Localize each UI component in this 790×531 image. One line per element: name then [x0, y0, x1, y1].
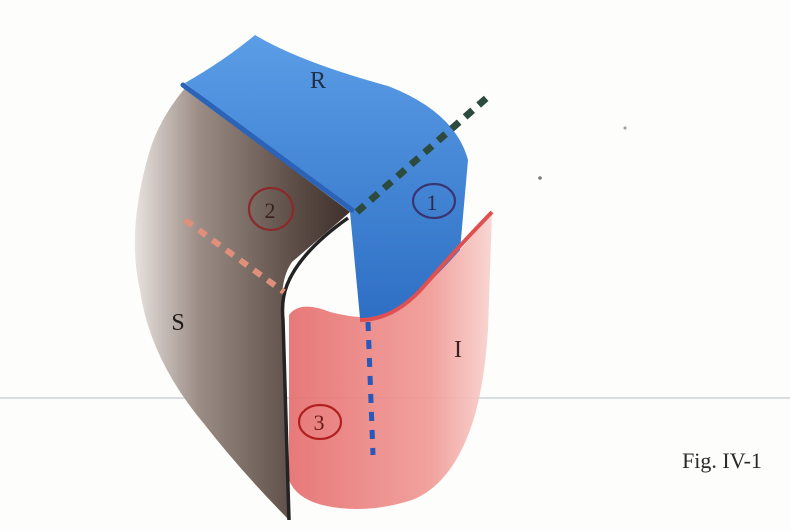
region-r	[185, 35, 468, 319]
marker-1-ring	[411, 182, 457, 220]
marker-2-label: 2	[265, 198, 276, 223]
dashed-line-s-extension	[183, 217, 286, 295]
region-s	[134, 88, 350, 520]
dashed-line-i-extension	[365, 321, 376, 456]
boundary-s-i	[280, 216, 350, 521]
figure-caption: Fig. IV-1	[682, 448, 762, 473]
marker-3-ring	[297, 403, 343, 441]
marker-1-label: 1	[427, 190, 438, 215]
speck	[538, 176, 542, 180]
marker-2-ring	[247, 186, 295, 232]
region-label-i: I	[454, 337, 462, 363]
region-label-r: R	[310, 68, 326, 94]
boundary-i-top	[359, 210, 494, 322]
region-i	[289, 212, 492, 509]
speck	[623, 126, 627, 130]
boundary-r-s	[180, 82, 355, 213]
marker-3-label: 3	[314, 410, 325, 435]
region-label-s: S	[171, 310, 184, 336]
dashed-line-r-extension	[354, 92, 493, 215]
